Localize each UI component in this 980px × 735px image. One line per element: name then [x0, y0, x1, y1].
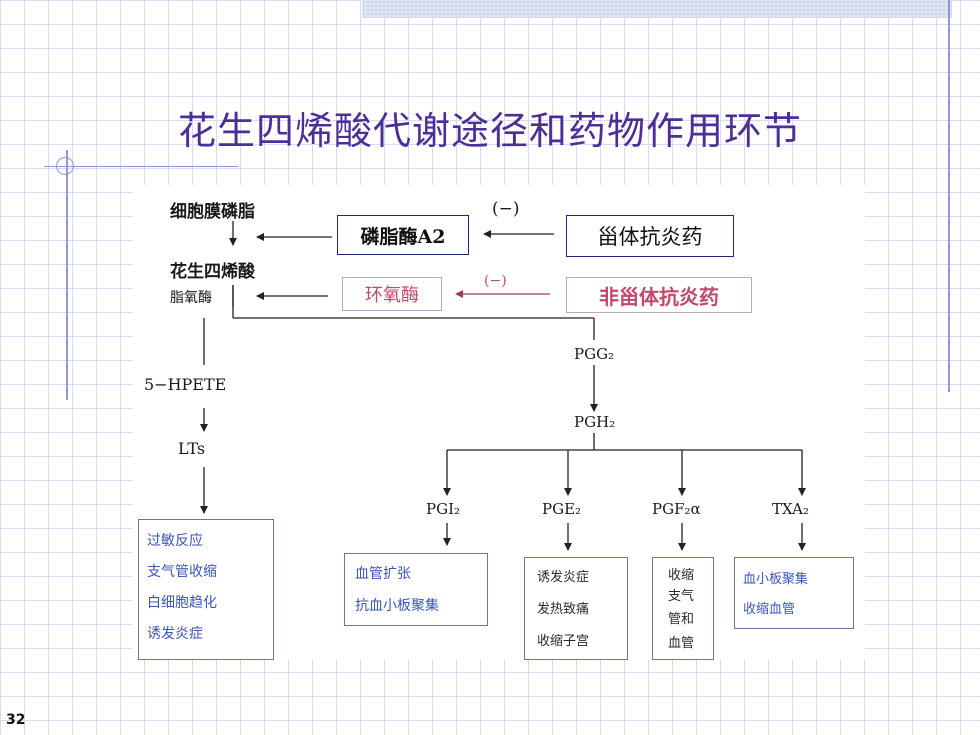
pge2-effects-box: 诱发炎症 发热致痛 收缩子宫 [524, 557, 628, 660]
right-decorative-line [948, 0, 950, 392]
lts-effect-2: 支气管收缩 [147, 564, 217, 580]
pge2-effect-2: 发热致痛 [537, 602, 590, 617]
slide-title: 花生四烯酸代谢途径和药物作用环节 [177, 109, 802, 153]
steroid-drug-box: 甾体抗炎药 [566, 215, 734, 257]
pgf2a-label: PGF₂α [652, 500, 701, 518]
metabolism-diagram: 细胞膜磷脂 花生四烯酸 脂氧酶 磷脂酶A2 (−) 甾体抗炎药 环氧酶 (−) … [132, 185, 865, 660]
lipoxygenase-label: 脂氧酶 [170, 290, 212, 306]
pgf2a-effects-box: 收缩 支气 管和 血管 [652, 557, 714, 660]
lts-effect-4: 诱发炎症 [147, 626, 203, 642]
txa2-effect-2: 收缩血管 [743, 602, 796, 617]
pgf2a-effect-1: 收缩 [668, 568, 695, 583]
pgi2-effects-box: 血管扩张 抗血小板聚集 [344, 553, 488, 626]
lts-label: LTs [178, 439, 206, 458]
lts-effect-3: 白细胞趋化 [147, 595, 217, 611]
lts-effects-box: 过敏反应 支气管收缩 白细胞趋化 诱发炎症 [138, 519, 274, 660]
txa2-effect-1: 血小板聚集 [743, 572, 809, 587]
nsaid-drug-box: 非甾体抗炎药 [566, 277, 752, 313]
pgf2a-effect-3: 管和 [668, 612, 695, 627]
diagram-connectors [200, 221, 806, 551]
page-number: 32 [6, 712, 26, 728]
pgf2a-effect-4: 血管 [668, 636, 695, 651]
inhibit-label-steroid: (−) [492, 199, 520, 219]
pgi2-label: PGI₂ [426, 500, 461, 518]
txa2-label: TXA₂ [772, 500, 809, 518]
pge2-effect-1: 诱发炎症 [537, 570, 590, 585]
pgg2-label: PGG₂ [574, 345, 615, 363]
pgi2-effect-2: 抗血小板聚集 [355, 598, 439, 614]
pgh2-label: PGH₂ [574, 413, 616, 431]
title-decorative-line [44, 166, 238, 167]
phospholipase-a2-box: 磷脂酶A2 [337, 215, 469, 255]
pge2-label: PGE₂ [542, 500, 582, 518]
top-decorative-band [362, 0, 952, 18]
membrane-phospholipid-label: 细胞膜磷脂 [170, 202, 255, 222]
hpete-label: 5−HPETE [144, 375, 227, 394]
crosshair-circle-icon [56, 157, 74, 175]
arachidonic-acid-label: 花生四烯酸 [170, 262, 255, 282]
lts-effect-1: 过敏反应 [147, 533, 203, 549]
left-decorative-line [66, 150, 68, 400]
pgi2-effect-1: 血管扩张 [355, 566, 411, 582]
pgf2a-effect-2: 支气 [668, 589, 695, 604]
inhibit-label-nsaid: (−) [484, 273, 507, 289]
pge2-effect-3: 收缩子宫 [537, 634, 590, 649]
cyclooxygenase-box: 环氧酶 [342, 277, 442, 311]
txa2-effects-box: 血小板聚集 收缩血管 [734, 557, 854, 629]
